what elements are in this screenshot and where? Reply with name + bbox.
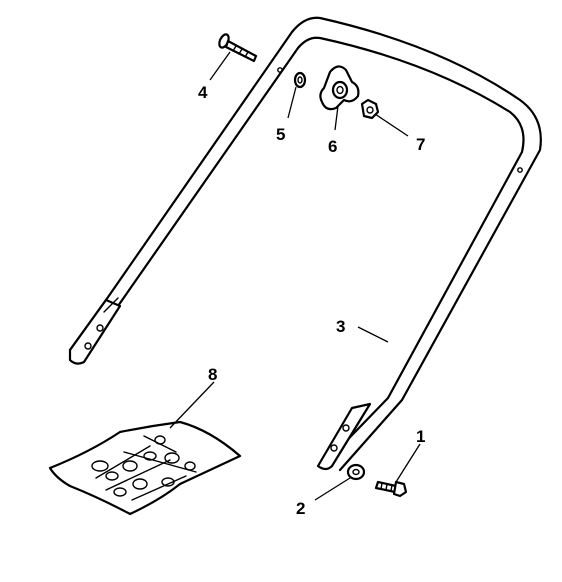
label-part-7: 7 (416, 135, 425, 154)
leader-lines (169, 51, 421, 501)
label-part-1: 1 (416, 427, 425, 446)
flat-washer (346, 463, 366, 481)
label-part-6: 6 (328, 137, 337, 156)
label-part-2: 2 (296, 499, 305, 518)
label-part-3: 3 (336, 317, 345, 336)
label-part-5: 5 (276, 125, 285, 144)
handle-bar (68, 16, 542, 472)
hex-nut (360, 98, 380, 120)
star-knob (319, 65, 360, 111)
hardware-bag (48, 420, 242, 516)
hex-bolt (374, 480, 408, 498)
label-part-4: 4 (198, 83, 208, 102)
small-washer (293, 71, 307, 89)
carriage-bolt (218, 33, 258, 63)
label-part-8: 8 (208, 365, 217, 384)
